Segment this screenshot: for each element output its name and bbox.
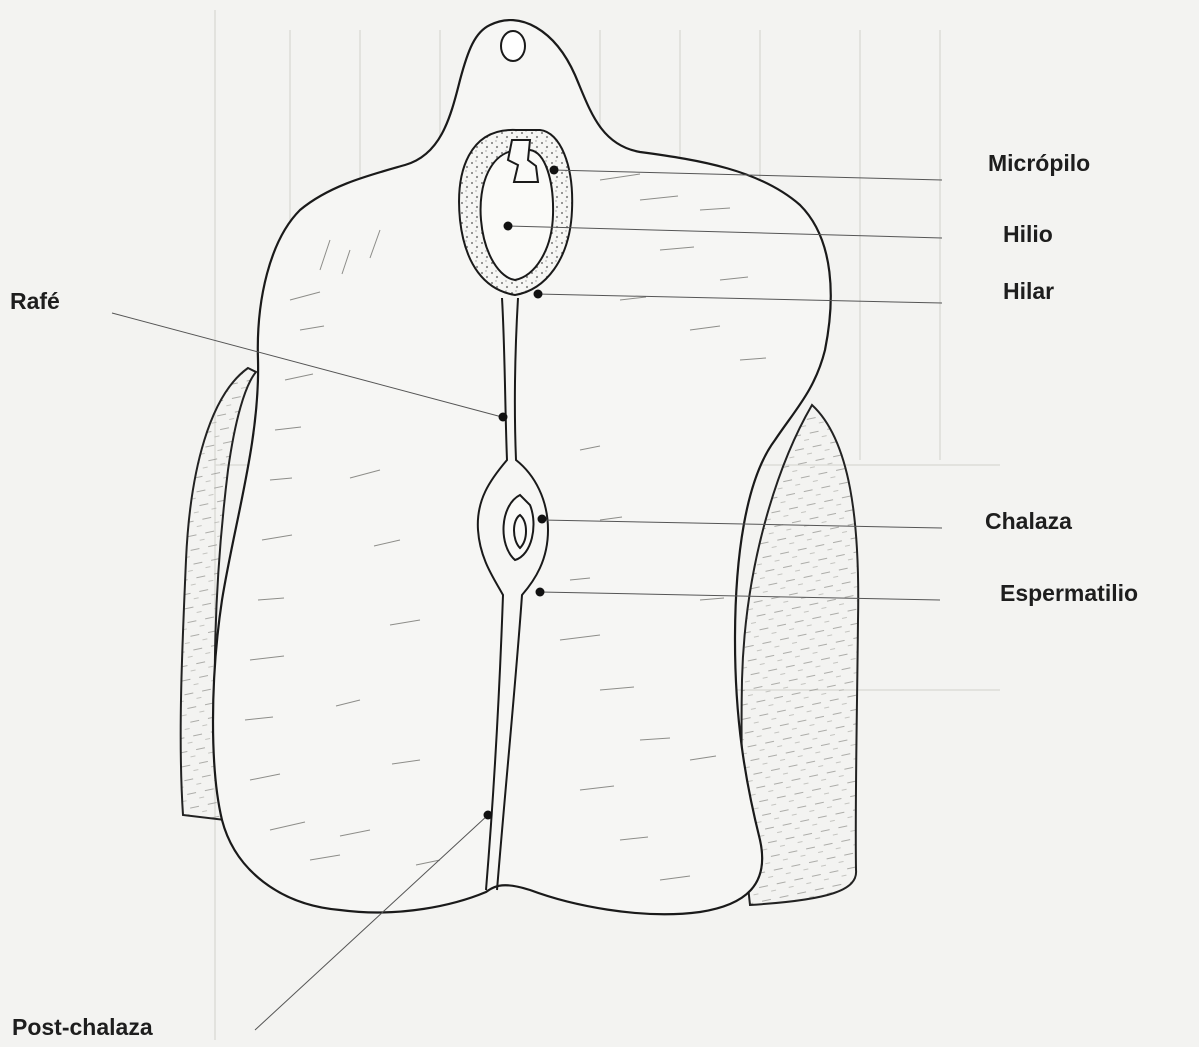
dot-micropilo — [550, 166, 559, 175]
dot-hilar — [534, 290, 543, 299]
label-hilio: Hilio — [1003, 223, 1053, 246]
label-micropilo: Micrópilo — [988, 152, 1090, 175]
dot-chalaza — [538, 515, 547, 524]
label-rafe: Rafé — [10, 290, 60, 313]
dot-espermatilio — [536, 588, 545, 597]
top-pore — [501, 31, 525, 61]
label-post-chalaza: Post-chalaza — [12, 1016, 153, 1039]
label-hilar: Hilar — [1003, 280, 1054, 303]
label-espermatilio: Espermatilio — [1000, 582, 1138, 605]
dot-rafe — [499, 413, 508, 422]
label-chalaza: Chalaza — [985, 510, 1072, 533]
dot-hilio — [504, 222, 513, 231]
dot-post-chalaza — [484, 811, 493, 820]
right-lobe — [742, 405, 859, 905]
